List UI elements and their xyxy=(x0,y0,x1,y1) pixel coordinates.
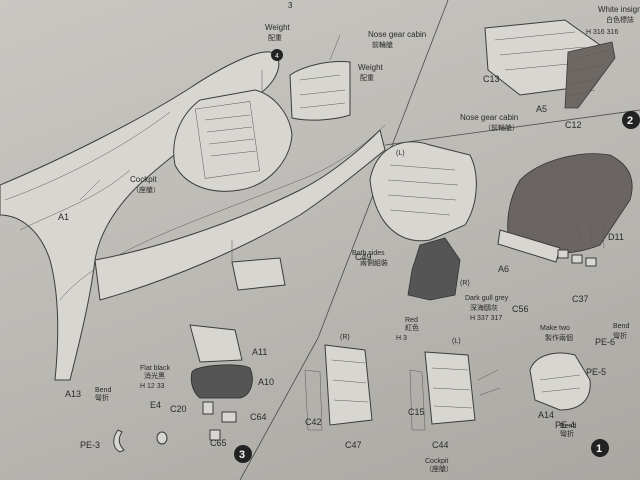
step-2-badge: 2 xyxy=(622,111,640,129)
part-label: C20 xyxy=(170,404,187,414)
part-label: A10 xyxy=(258,377,274,387)
part-label: PE-3 xyxy=(80,440,100,450)
divider-line-bottom xyxy=(239,337,319,480)
seat-left xyxy=(424,351,476,425)
step-2-drawing xyxy=(484,19,616,109)
part-label: PE-4 xyxy=(555,420,575,430)
label-make-two: Make two xyxy=(540,325,570,332)
paint-code-red: H 3 xyxy=(396,335,407,342)
part-label: E4 xyxy=(150,400,161,410)
svg-text:彎折: 彎折 xyxy=(95,393,109,402)
svg-text:消光黑: 消光黑 xyxy=(144,371,165,380)
step-3-badge: 3 xyxy=(234,445,252,463)
svg-text:（座艙）: （座艙） xyxy=(132,185,160,194)
part-label: C12 xyxy=(565,120,582,130)
svg-text:彎折: 彎折 xyxy=(560,429,574,438)
label-weight-2: Weight xyxy=(358,63,384,72)
svg-text:白色標誌: 白色標誌 xyxy=(606,15,634,24)
label-nose-gear-cabin-right: Nose gear cabin xyxy=(460,113,518,122)
svg-text:1: 1 xyxy=(596,443,602,455)
part-bracket xyxy=(231,257,286,291)
label-bend-2: Bend xyxy=(560,423,576,430)
svg-text:3: 3 xyxy=(239,449,245,461)
step-1-drawing xyxy=(304,141,633,431)
svg-text:兩側組裝: 兩側組裝 xyxy=(360,258,388,267)
svg-text:4: 4 xyxy=(275,53,279,60)
part-label: C64 xyxy=(250,412,267,422)
part-label: C37 xyxy=(572,294,589,304)
paint-code-black: H 12 33 xyxy=(140,383,165,390)
part-label: C42 xyxy=(305,417,322,427)
label-red: Red xyxy=(405,317,418,324)
svg-text:彎折: 彎折 xyxy=(613,331,627,340)
label-weight-1: Weight xyxy=(265,23,291,32)
svg-text:前輪艙: 前輪艙 xyxy=(372,40,393,49)
part-label: PE-6 xyxy=(595,337,615,347)
label-L2: (L) xyxy=(452,338,461,345)
step-4-badge: 4 xyxy=(271,49,283,61)
paint-code-grey: H 337 317 xyxy=(470,315,502,322)
seat-right xyxy=(324,344,373,426)
svg-text:配重: 配重 xyxy=(268,34,282,42)
label-cockpit: Cockpit xyxy=(130,175,157,184)
part-label: A14 xyxy=(538,410,554,420)
part-label: A5 xyxy=(536,104,547,114)
step-1-badge: 1 xyxy=(591,439,609,457)
fuselage-drawing xyxy=(0,34,386,453)
part-label: C13 xyxy=(483,74,500,84)
part-A10-flat-black xyxy=(190,364,253,399)
label-flat-black: Flat black xyxy=(140,365,170,372)
label-cockpit-bottom: Cockpit xyxy=(425,458,448,465)
part-label: C44 xyxy=(432,440,449,450)
svg-text:（座艙）: （座艙） xyxy=(425,464,453,473)
svg-text:配重: 配重 xyxy=(360,74,374,82)
part-D11-housing xyxy=(507,153,633,255)
part-label: C47 xyxy=(345,440,362,450)
label-both-sides: Both sides xyxy=(352,250,385,257)
svg-text:（前輪艙）: （前輪艙） xyxy=(484,123,519,132)
label-L1: (L) xyxy=(396,150,405,157)
svg-text:紅色: 紅色 xyxy=(405,323,419,332)
label-R2: (R) xyxy=(340,334,350,341)
label-bend-3: Bend xyxy=(95,387,111,394)
divider-line-right xyxy=(384,109,640,146)
part-label: A13 xyxy=(65,389,81,399)
part-label: A6 xyxy=(498,264,509,274)
part-label: C49 xyxy=(355,252,372,262)
svg-text:製作兩個: 製作兩個 xyxy=(545,333,573,342)
part-label: C56 xyxy=(512,304,529,314)
label-dark-gull-grey: Dark gull grey xyxy=(465,295,509,302)
page-number: 3 xyxy=(288,1,293,10)
part-label: C15 xyxy=(408,407,425,417)
svg-text:2: 2 xyxy=(627,115,633,127)
part-label: PE-5 xyxy=(586,367,606,377)
label-R1: (R) xyxy=(460,280,470,287)
label-nose-gear-cabin-top: Nose gear cabin xyxy=(368,30,426,39)
part-C49-grey xyxy=(407,237,461,301)
part-label: A1 xyxy=(58,212,69,222)
part-label: C65 xyxy=(210,438,227,448)
label-bend-1: Bend xyxy=(613,323,629,330)
part-C12-insignia xyxy=(564,41,616,109)
label-white-insignia: White insignia xyxy=(598,5,640,14)
part-label: D11 xyxy=(608,232,624,242)
part-label: A11 xyxy=(252,347,267,357)
paint-code-white: H 316 316 xyxy=(586,29,618,36)
svg-text:深海鷗灰: 深海鷗灰 xyxy=(470,303,498,312)
